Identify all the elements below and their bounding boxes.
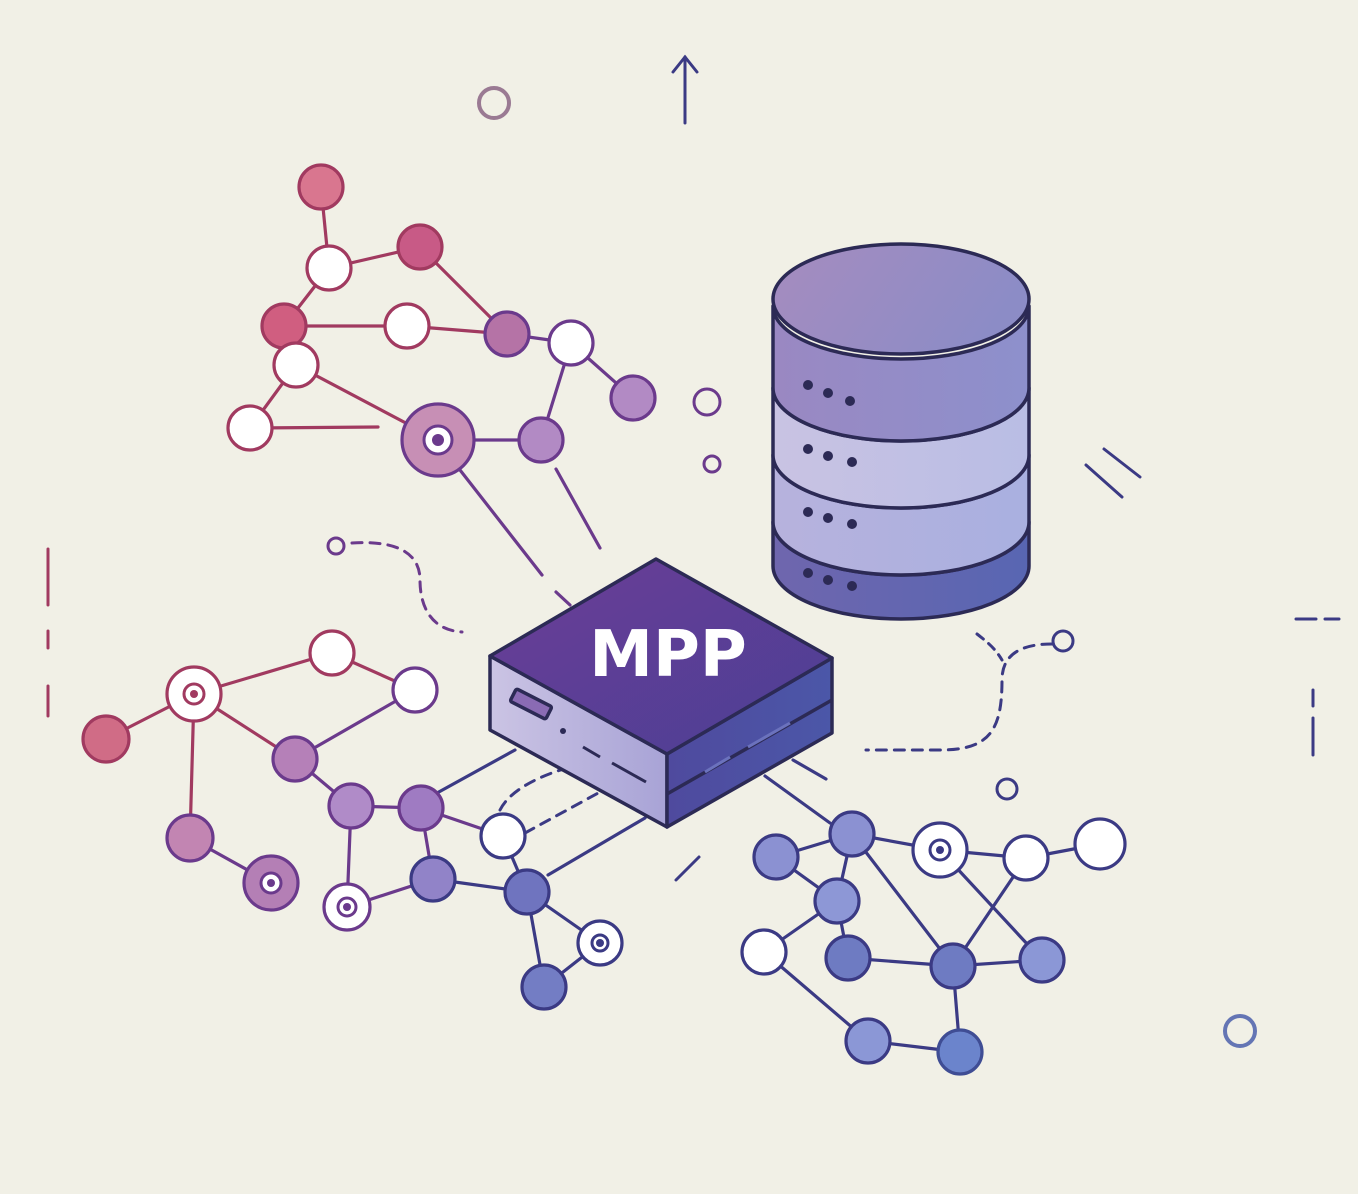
network-node <box>1073 817 1127 871</box>
network-node <box>740 928 788 976</box>
server-slot <box>611 761 647 784</box>
network-node <box>308 629 356 677</box>
network-node <box>844 1017 892 1065</box>
server-led <box>560 728 566 734</box>
network-node <box>1018 936 1066 984</box>
db-top <box>771 242 1031 356</box>
network-edge <box>850 832 955 968</box>
network-node <box>483 310 531 358</box>
network-node <box>479 812 527 860</box>
target-node-icon <box>911 821 969 879</box>
network-node <box>391 666 439 714</box>
server-slot <box>747 721 791 749</box>
network-node <box>327 782 375 830</box>
db-segment-1 <box>771 304 1031 443</box>
network-node <box>547 319 595 367</box>
deco-ring <box>995 777 1019 801</box>
deco-dash <box>674 855 701 882</box>
connector-endpoint <box>1051 629 1075 653</box>
network-node <box>226 404 274 452</box>
target-node-icon <box>400 402 476 478</box>
network-node <box>305 244 353 292</box>
network-node <box>81 714 131 764</box>
server-port <box>508 687 554 721</box>
server-label: MPP <box>589 618 747 692</box>
arrow-up-icon <box>671 54 699 125</box>
target-node-icon <box>322 882 372 932</box>
network-node <box>165 813 215 863</box>
network-node <box>828 810 876 858</box>
target-node-icon <box>242 854 300 912</box>
network-node <box>824 934 872 982</box>
network-node <box>260 302 308 350</box>
decorations <box>46 54 1341 1048</box>
server-slot <box>704 755 731 774</box>
deco-slash <box>1102 447 1142 479</box>
deco-ring <box>477 86 511 120</box>
network-node <box>520 963 568 1011</box>
server-links <box>435 467 832 877</box>
network-node <box>503 868 551 916</box>
dashed-connector <box>975 632 1004 662</box>
dashed-connector <box>523 790 602 835</box>
connector-endpoint <box>326 536 346 556</box>
dashed-connector <box>498 764 576 812</box>
network-node <box>272 341 320 389</box>
dashed-connector <box>864 642 1054 752</box>
network-node <box>297 163 345 211</box>
db-indicator-lights <box>803 380 857 591</box>
deco-ring <box>1223 1014 1257 1048</box>
network-node <box>271 735 319 783</box>
network-node <box>752 833 800 881</box>
server-top-face <box>488 557 834 756</box>
dashed-connector <box>350 541 464 634</box>
network-node <box>397 784 445 832</box>
server-box-icon: MPP <box>488 557 834 829</box>
network-node <box>1002 834 1050 882</box>
network-node <box>383 302 431 350</box>
network-node <box>396 223 444 271</box>
network-node <box>409 855 457 903</box>
database-cylinder-icon <box>771 242 1031 621</box>
deco-ring <box>702 454 722 474</box>
network-node <box>813 877 861 925</box>
deco-slash <box>1084 463 1124 499</box>
network-node <box>609 374 657 422</box>
target-node-icon <box>576 919 624 967</box>
network-nodes <box>81 163 1127 1076</box>
server-slot <box>582 745 601 759</box>
network-node <box>936 1028 984 1076</box>
deco-ring <box>692 387 722 417</box>
network-node <box>517 416 565 464</box>
network-node <box>929 942 977 990</box>
target-node-icon <box>165 665 223 723</box>
